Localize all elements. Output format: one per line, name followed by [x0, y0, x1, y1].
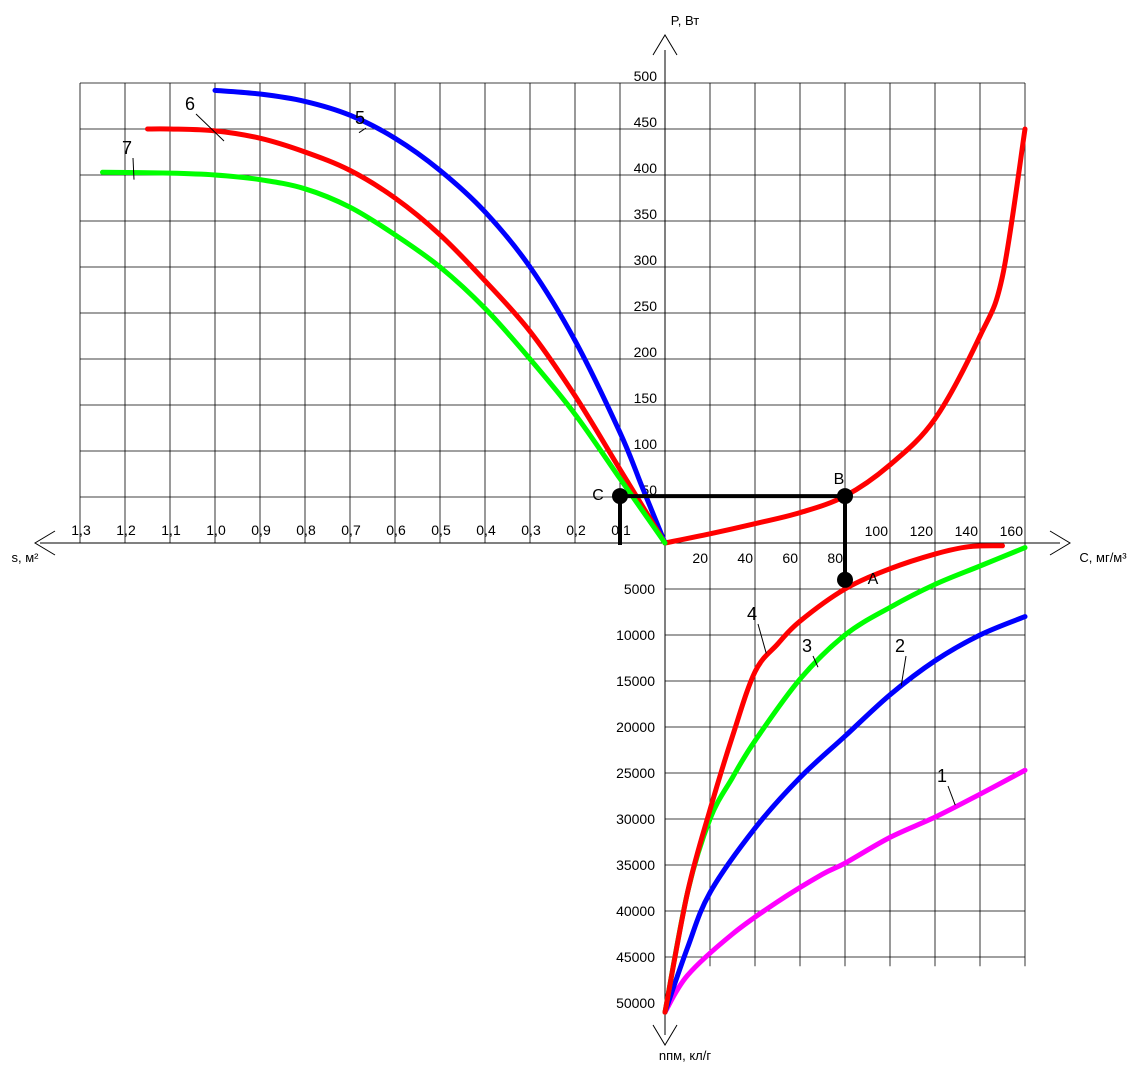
area-tick-label: 0,2: [566, 522, 586, 538]
curve-3-leader: [812, 655, 819, 668]
ions-tick-label: 35000: [616, 857, 655, 873]
power-tick-label: 200: [634, 344, 658, 360]
concentration-tick-label: 140: [955, 523, 979, 539]
ions-tick-label: 20000: [616, 719, 655, 735]
ions-tick-label: 15000: [616, 673, 655, 689]
area-tick-label: 0,7: [341, 522, 361, 538]
area-axis-label: s, м²: [12, 550, 40, 565]
area-tick-label: 1,3: [71, 522, 91, 538]
curve-5-label: 5: [355, 108, 365, 128]
area-tick-label: 1,0: [206, 522, 226, 538]
point-a-marker: [837, 571, 853, 588]
power-axis-arrow: [652, 34, 678, 56]
power-tick-label: 250: [634, 298, 658, 314]
power-tick-label: 350: [634, 206, 658, 222]
curve-4-label: 4: [747, 604, 757, 624]
curve-5: [212, 87, 668, 546]
area-tick-label: 0,8: [296, 522, 316, 538]
curve-2-leader: [900, 655, 907, 686]
point-c-marker: [612, 488, 628, 505]
power-tick-label: 100: [634, 436, 658, 452]
curve-3-label: 3: [802, 636, 812, 656]
concentration-tick-label: 20: [692, 550, 708, 566]
concentration-tick-label: 60: [782, 550, 798, 566]
point-c-label: C: [592, 487, 604, 504]
curve-2-label: 2: [895, 636, 905, 656]
ions-tick-label: 40000: [616, 903, 655, 919]
area-tick-label: 0,4: [476, 522, 496, 538]
curve-1: [662, 767, 1028, 1015]
ions-tick-label: 50000: [616, 995, 655, 1011]
power-tick-label: 300: [634, 252, 658, 268]
area-tick-label: 0,3: [521, 522, 541, 538]
ions-tick-label: 25000: [616, 765, 655, 781]
concentration-tick-label: 40: [737, 550, 753, 566]
ions-axis-label: nпм, кл/г: [659, 1048, 711, 1063]
concentration-tick-label: 160: [1000, 523, 1024, 539]
area-tick-label: 1,1: [161, 522, 181, 538]
curve-1-label: 1: [937, 766, 947, 786]
point-b-label: B: [834, 471, 845, 488]
curve-6-label: 6: [185, 94, 195, 114]
curve-4: [662, 543, 1005, 1015]
curve-7-label: 7: [122, 138, 132, 158]
ions-tick-label: 30000: [616, 811, 655, 827]
ions-tick-label: 5000: [624, 581, 655, 597]
curve-4-leader: [757, 623, 767, 654]
curve-c-p: [662, 126, 1028, 546]
concentration-tick-label: 80: [827, 550, 843, 566]
curve-7-leader: [132, 157, 135, 180]
area-tick-label: 1,2: [116, 522, 136, 538]
point-a-label: A: [868, 571, 879, 588]
power-axis-label: P, Вт: [671, 13, 699, 28]
curve-5-leader: [358, 127, 367, 134]
ions-axis-arrow: [652, 1024, 678, 1046]
curve-7: [100, 169, 668, 546]
concentration-tick-label: 100: [865, 523, 889, 539]
point-b-marker: [837, 488, 853, 505]
curve-1-leader: [947, 785, 956, 806]
curve-2: [662, 614, 1028, 1015]
power-tick-label: 150: [634, 390, 658, 406]
concentration-tick-label: 120: [910, 523, 934, 539]
ions-tick-label: 45000: [616, 949, 655, 965]
area-tick-label: 0,5: [431, 522, 451, 538]
power-tick-label: 400: [634, 160, 658, 176]
area-axis-arrow: [34, 530, 56, 556]
concentration-axis-label: C, мг/м³: [1079, 550, 1127, 565]
power-tick-label: 450: [634, 114, 658, 130]
ions-tick-label: 10000: [616, 627, 655, 643]
area-tick-label: 0,9: [251, 522, 271, 538]
area-tick-label: 0,6: [386, 522, 406, 538]
concentration-axis-arrow: [1049, 530, 1071, 556]
curve-6: [145, 126, 668, 546]
power-tick-label: 500: [634, 68, 658, 84]
curve-6-leader: [195, 113, 225, 142]
